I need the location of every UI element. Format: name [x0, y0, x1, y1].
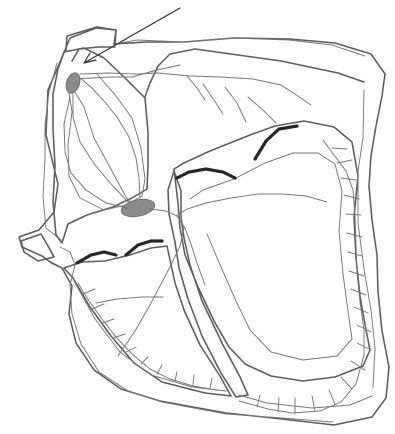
left-lower-wall	[60, 247, 333, 422]
atria	[53, 48, 364, 243]
ventricles	[64, 90, 375, 408]
sinus-to-septum	[75, 65, 180, 79]
inferior-vessel	[21, 234, 54, 261]
outer-ventricle-line	[358, 90, 375, 388]
left-ventricle-inner	[190, 153, 352, 360]
left-purkinje-network	[239, 140, 371, 414]
bachmann-branches	[187, 76, 276, 123]
atrial-septum	[145, 49, 364, 97]
interatrial-path	[70, 84, 132, 205]
mitral-valve-left	[177, 169, 235, 178]
sinoatrial-node	[64, 71, 83, 95]
septum-divider	[168, 171, 248, 397]
conduction-system	[64, 71, 371, 414]
atrial-inner-line	[115, 38, 365, 56]
valve-curves	[77, 126, 297, 263]
bachmann-bundle	[80, 73, 311, 105]
arrow-line	[84, 8, 180, 63]
right-bundle-branch	[118, 227, 184, 356]
anterior-internodal-tract	[79, 77, 140, 198]
right-ventricle	[64, 246, 231, 396]
left-bundle-branch	[176, 194, 327, 216]
pointer-arrow	[84, 8, 180, 63]
